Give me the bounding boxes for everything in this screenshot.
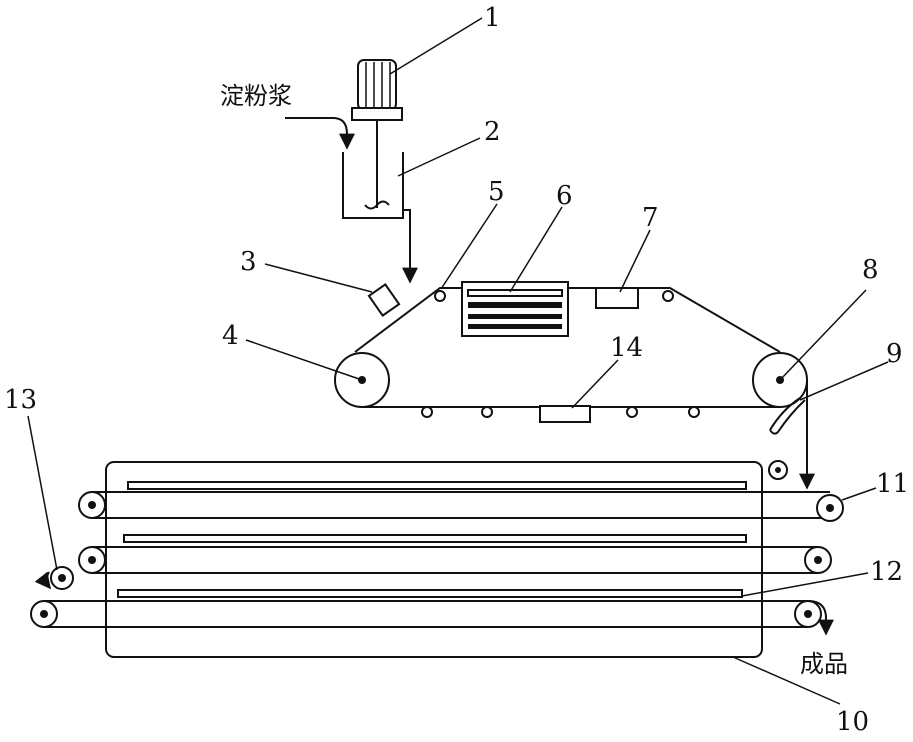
leader-lines <box>27 17 889 705</box>
upper-conveyor <box>334 287 808 418</box>
label-9: 9 <box>886 339 903 369</box>
input-arrow <box>285 117 355 150</box>
scraper-9 <box>769 397 806 435</box>
label-12: 12 <box>870 557 903 587</box>
label-2: 2 <box>484 117 501 147</box>
tier-2 <box>78 534 832 574</box>
roller-13 <box>34 566 74 590</box>
motor <box>351 59 403 150</box>
box-14 <box>539 405 591 423</box>
tier-1 <box>78 481 844 522</box>
box-7 <box>595 287 639 309</box>
output-arrow <box>807 600 834 636</box>
label-6: 6 <box>556 181 573 211</box>
tier-3 <box>30 589 822 628</box>
heater-6 <box>461 281 569 337</box>
sensor-3 <box>367 283 401 317</box>
label-4: 4 <box>222 321 239 351</box>
label-14: 14 <box>610 333 643 363</box>
output-label: 成品 <box>800 650 848 678</box>
label-3: 3 <box>240 247 257 277</box>
label-13: 13 <box>4 385 37 415</box>
label-7: 7 <box>642 203 659 233</box>
input-label: 淀粉浆 <box>220 82 292 110</box>
label-11: 11 <box>876 469 909 499</box>
label-1: 1 <box>484 3 501 33</box>
label-10: 10 <box>836 707 869 737</box>
drying-chamber-10 <box>105 460 788 658</box>
label-8: 8 <box>862 255 879 285</box>
label-5: 5 <box>488 177 505 207</box>
mixing-tank <box>342 150 418 284</box>
